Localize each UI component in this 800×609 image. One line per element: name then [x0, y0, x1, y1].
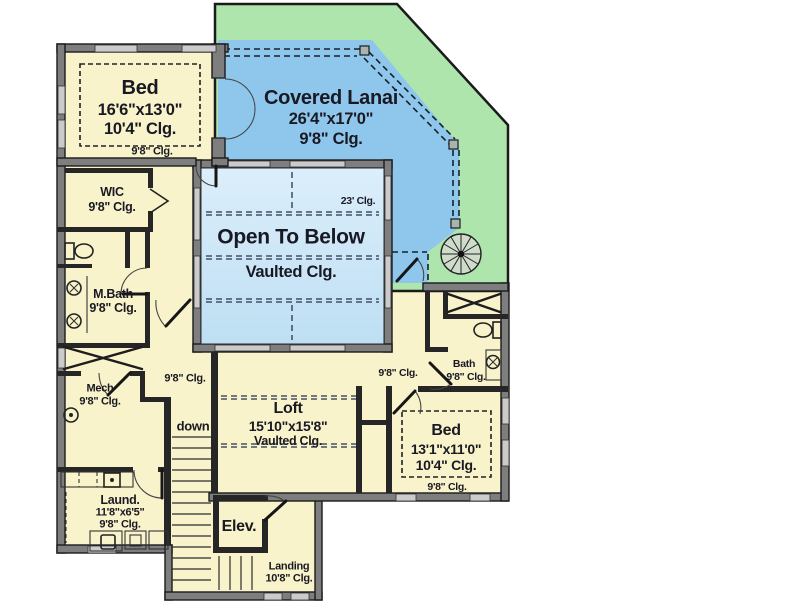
- toilet-icon: [74, 243, 94, 259]
- mech-ceiling: 9'8" Clg.: [79, 395, 121, 408]
- bath2-ceiling: 9'8" Clg.: [446, 370, 486, 383]
- otb-ceiling: Vaulted Clg.: [245, 262, 337, 281]
- toilet-icon: [64, 242, 75, 260]
- mbath-name: M.Bath: [93, 286, 133, 301]
- shower-x: [62, 345, 144, 371]
- mech-fixtures: [63, 407, 79, 423]
- screen-enclosure: [224, 45, 461, 282]
- hall-right-ceiling: 9'8" Clg.: [378, 366, 418, 379]
- wic-name: WIC: [100, 184, 124, 199]
- laundry-sink-icon: [103, 472, 121, 488]
- bed2-edge-ceiling: 9'8" Clg.: [427, 480, 467, 493]
- stairs-down-label: down: [176, 418, 210, 434]
- laundry-fixtures: [60, 471, 169, 552]
- open-to-below-structure: [192, 159, 393, 353]
- lanai-double-door: [224, 108, 256, 140]
- otb-name: Open To Below: [217, 225, 365, 249]
- bed1-tray-ceiling: [79, 63, 201, 147]
- loft-name: Loft: [273, 400, 303, 417]
- laundry-dims: 11'8"x6'5": [95, 506, 145, 519]
- closet-x: [446, 292, 502, 314]
- wic-door: [149, 188, 170, 214]
- ceiling-beams: [206, 172, 379, 340]
- sink-icon: [66, 280, 82, 296]
- mech-name: Mech: [86, 382, 114, 395]
- lanai-dims: 26'4"x17'0": [288, 109, 374, 128]
- screen-post: [450, 218, 461, 229]
- otb-peak-ceiling: 23' Clg.: [340, 194, 376, 207]
- bed2-dims: 13'1"x11'0": [410, 441, 482, 457]
- stairs-down: [172, 436, 253, 590]
- toilet-icon: [473, 322, 493, 338]
- bath2-fixtures: [446, 292, 502, 381]
- wic-ceiling: 9'8" Clg.: [88, 199, 136, 214]
- bath2-name: Bath: [452, 357, 476, 370]
- bed2-tray-ceiling: [401, 410, 492, 478]
- loft-ceiling: Vaulted Clg.: [254, 433, 322, 448]
- loft-dims: 15'10"x15'8": [248, 418, 328, 434]
- screen-post: [359, 45, 370, 56]
- screen-post: [448, 139, 459, 150]
- sink-icon: [485, 354, 501, 370]
- bed1-name: Bed: [121, 77, 159, 99]
- lanai-ceiling: 9'8" Clg.: [299, 129, 363, 148]
- water-heater-icon: [63, 407, 79, 423]
- elevator-name: Elev.: [221, 518, 257, 535]
- dryer-icon: [124, 530, 147, 550]
- appliance-icon: [148, 530, 169, 550]
- laundry-ceiling: 9'8" Clg.: [99, 518, 141, 531]
- spiral-stair: [440, 233, 482, 275]
- lanai-name: Covered Lanai: [264, 87, 398, 109]
- interior-walls: [57, 168, 508, 553]
- landing-ceiling: 10'8" Clg.: [265, 572, 313, 585]
- loft-beams: [221, 395, 356, 448]
- laundry-name: Laund.: [100, 492, 140, 507]
- bed2-ceiling: 10'4" Clg.: [415, 457, 477, 473]
- mbath-ceiling: 9'8" Clg.: [89, 300, 137, 315]
- bed1-edge-ceiling: 9'8" Clg.: [131, 145, 173, 158]
- sink-icon: [66, 313, 82, 329]
- bed1-dims: 16'6"x13'0": [97, 100, 183, 119]
- master-bath-fixtures: [62, 242, 144, 371]
- landing-name: Landing: [268, 560, 310, 573]
- bed2-name: Bed: [431, 422, 461, 439]
- hall-left-ceiling: 9'8" Clg.: [164, 372, 206, 385]
- lanai-double-door: [224, 78, 256, 110]
- toilet-icon: [492, 321, 502, 339]
- washer-icon: [100, 534, 116, 550]
- doors: [98, 77, 453, 522]
- bed1-ceiling: 10'4" Clg.: [103, 119, 177, 138]
- windows: [57, 44, 510, 601]
